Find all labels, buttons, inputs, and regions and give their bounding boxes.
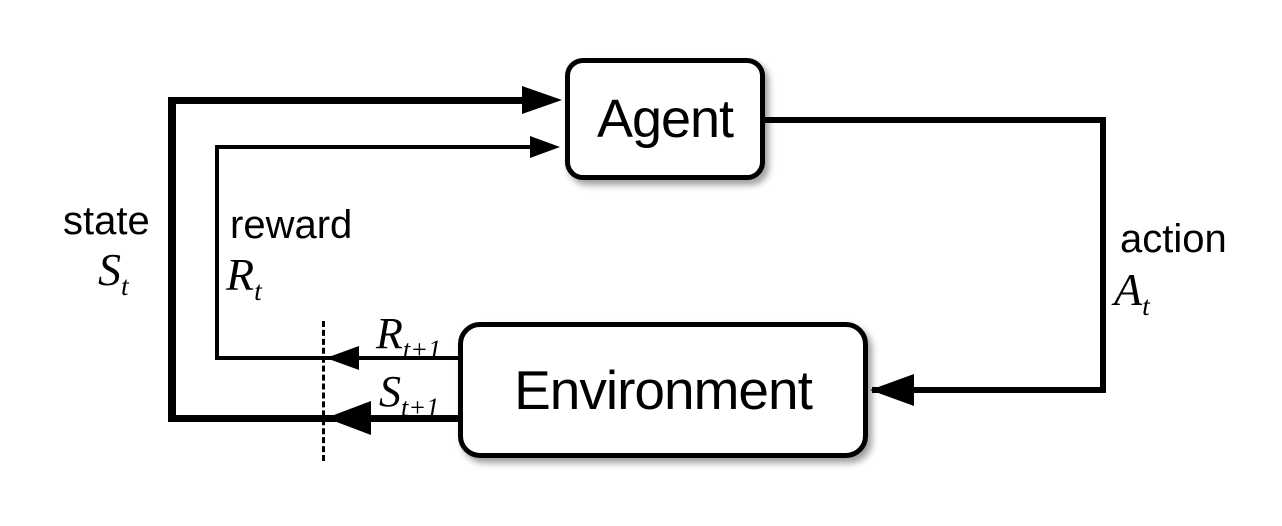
- reward-symbol-base: R: [226, 249, 255, 300]
- action-arrowhead-icon: [870, 374, 914, 406]
- next-state-symbol: St+1: [379, 367, 439, 420]
- state-line-top: [168, 97, 528, 104]
- next-reward-symbol: Rt+1: [376, 309, 441, 362]
- next-reward-symbol-base: R: [376, 309, 403, 358]
- action-symbol: At: [1114, 264, 1150, 320]
- state-arrowhead-icon: [522, 86, 562, 114]
- next-state-symbol-base: S: [379, 367, 401, 416]
- state-line-vertical: [168, 97, 176, 422]
- reward-line-top: [215, 145, 537, 149]
- next-reward-arrowhead-icon: [326, 346, 359, 370]
- state-symbol-base: S: [98, 244, 121, 295]
- reward-symbol: Rt: [226, 249, 262, 305]
- action-line-top: [765, 117, 1106, 123]
- action-symbol-sub: t: [1142, 290, 1150, 322]
- reward-line-vertical: [215, 145, 219, 360]
- next-state-symbol-sub: t+1: [401, 391, 440, 422]
- action-line-vertical: [1100, 117, 1106, 393]
- reward-arrowhead-icon: [530, 136, 560, 158]
- action-label: action: [1120, 217, 1227, 261]
- state-symbol-sub: t: [121, 270, 129, 302]
- environment-box: Environment: [458, 322, 868, 458]
- state-label: state: [63, 199, 150, 243]
- time-boundary-dashed-line: [322, 321, 325, 461]
- environment-label: Environment: [514, 359, 813, 421]
- reward-label: reward: [230, 203, 353, 247]
- state-symbol: St: [98, 244, 129, 300]
- agent-box: Agent: [565, 58, 765, 180]
- reward-symbol-sub: t: [254, 275, 262, 307]
- action-line-bottom: [872, 387, 1106, 393]
- state-line-bottom: [168, 415, 460, 422]
- agent-label: Agent: [596, 89, 734, 149]
- next-state-arrowhead-icon: [326, 401, 371, 435]
- next-reward-symbol-sub: t+1: [402, 333, 442, 364]
- action-symbol-base: A: [1114, 264, 1143, 315]
